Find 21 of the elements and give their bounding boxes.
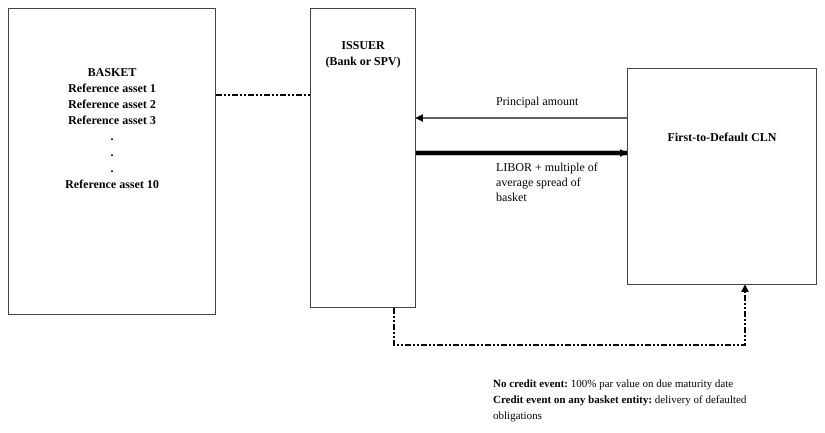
note-text: Credit event on any basket entity: delivery of defaulted obligations xyxy=(493,393,748,424)
box-text: . xyxy=(110,144,114,160)
box-text: Reference asset 2 xyxy=(67,96,157,112)
box-text: ISSUER xyxy=(340,37,386,53)
edge-label: LIBOR + multiple of average spread of basket xyxy=(496,160,599,205)
box-text: Reference asset 1 xyxy=(67,80,157,96)
box-text: . xyxy=(110,128,114,144)
box-text: BASKET xyxy=(86,64,138,80)
arrow xyxy=(416,149,628,157)
arrow xyxy=(415,114,627,122)
box-text: (Bank or SPV) xyxy=(324,53,402,69)
process-box xyxy=(627,68,817,285)
process-box xyxy=(310,8,416,308)
box-text: . xyxy=(110,160,114,176)
edge-label: Principal amount xyxy=(496,94,580,109)
box-text: Reference asset 10 xyxy=(64,176,160,192)
arrow xyxy=(393,284,749,346)
box-text: First-to-Default CLN xyxy=(666,129,778,145)
process-box xyxy=(8,8,216,315)
box-text: Reference asset 3 xyxy=(67,112,157,128)
note-text: No credit event: 100% par value on due maturity date xyxy=(493,377,734,392)
